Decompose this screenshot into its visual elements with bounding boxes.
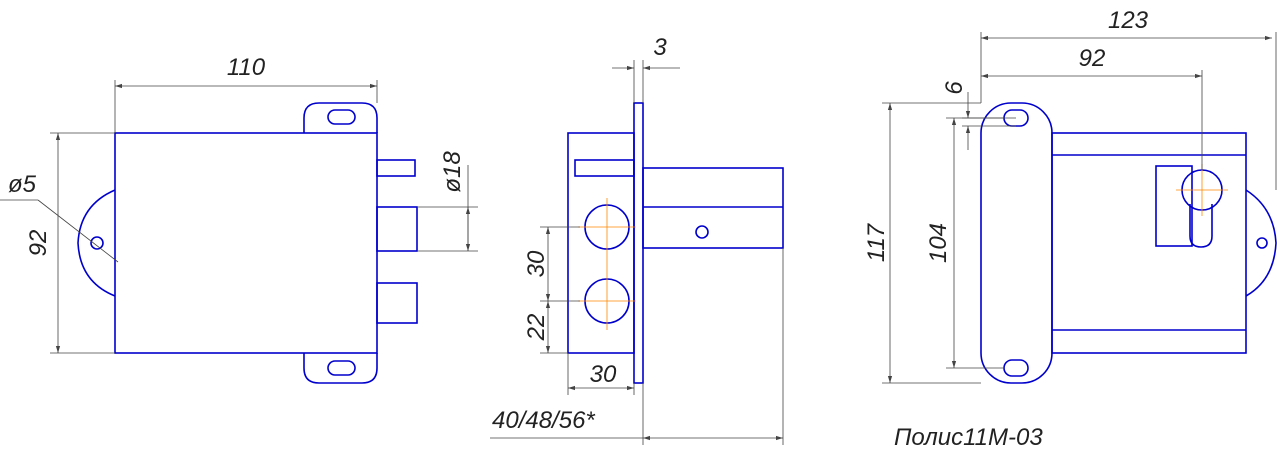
end-bulge bbox=[1245, 189, 1277, 297]
protrusion-bottom bbox=[376, 282, 418, 324]
side-housing bbox=[567, 132, 635, 354]
dim-117: 117 bbox=[863, 222, 890, 262]
dim-30-horizontal: 30 bbox=[590, 361, 617, 388]
protrusion-middle bbox=[376, 206, 418, 252]
end-flange bbox=[980, 102, 1053, 384]
dim-92-end: 92 bbox=[1079, 45, 1106, 72]
side-slot bbox=[574, 159, 635, 177]
shaft-pin-hole bbox=[695, 225, 709, 239]
side-view: 3 30 22 30 40/48/56* bbox=[490, 34, 784, 445]
end-bulge-hole bbox=[1256, 237, 1268, 249]
front-body bbox=[114, 132, 378, 354]
dim-length: 40/48/56* bbox=[492, 407, 595, 434]
protrusion-top bbox=[376, 159, 416, 177]
flange-plate bbox=[633, 102, 644, 384]
end-body bbox=[1051, 132, 1247, 354]
dim-dia-18: ø18 bbox=[439, 151, 466, 193]
dim-3: 3 bbox=[653, 34, 667, 61]
dim-92-front: 92 bbox=[25, 230, 52, 257]
dim-22-vertical: 22 bbox=[523, 314, 550, 342]
lock-housing bbox=[1155, 165, 1193, 247]
bottom-ear bbox=[303, 353, 378, 384]
top-ear-slot bbox=[327, 109, 356, 125]
dim-30-vertical: 30 bbox=[523, 250, 550, 277]
left-bulge bbox=[77, 189, 116, 297]
dim-104: 104 bbox=[925, 223, 952, 263]
dim-6: 6 bbox=[941, 81, 968, 95]
hole-5 bbox=[90, 236, 104, 250]
top-ear bbox=[303, 102, 378, 133]
model-caption: Полис11М-03 bbox=[894, 424, 1043, 451]
lock-keyway bbox=[1189, 204, 1213, 248]
dim-123: 123 bbox=[1108, 7, 1149, 34]
dim-dia-5: ø5 bbox=[8, 171, 37, 198]
bottom-ear-slot bbox=[327, 360, 356, 376]
front-view: 110 92 ø5 ø18 bbox=[0, 54, 478, 384]
end-flange-slot-bottom bbox=[1003, 359, 1029, 377]
side-shaft bbox=[642, 167, 784, 249]
end-view: 123 92 6 117 104 bbox=[863, 7, 1277, 384]
dim-110: 110 bbox=[227, 54, 266, 81]
